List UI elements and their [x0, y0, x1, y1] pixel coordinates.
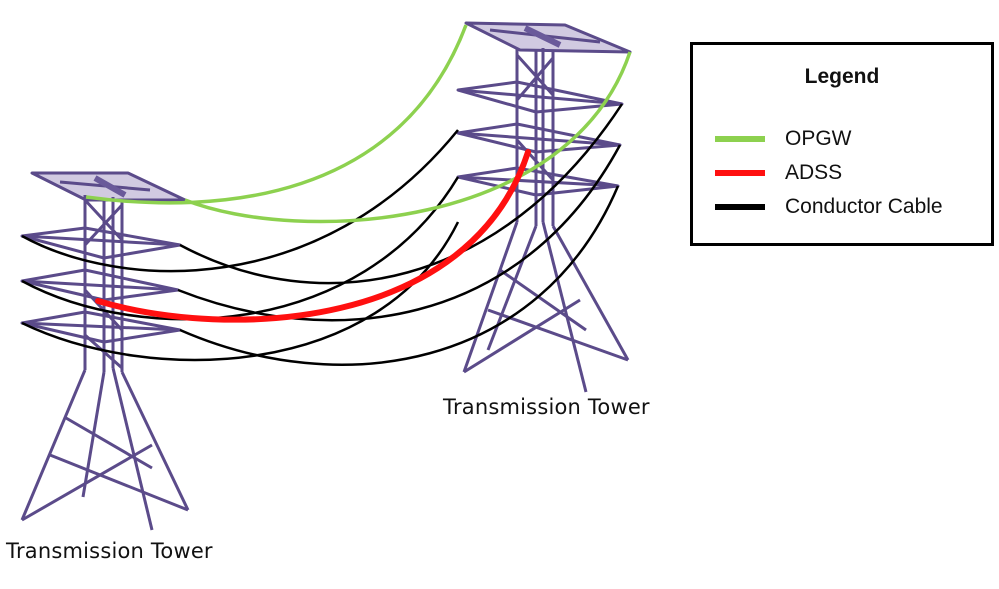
- legend-item-conductor: Conductor Cable: [715, 195, 943, 219]
- legend-swatch-opgw: [715, 136, 765, 142]
- legend-item-opgw: OPGW: [715, 127, 852, 151]
- conductor-cable: [177, 144, 622, 322]
- legend-label-conductor: Conductor Cable: [785, 195, 943, 218]
- conductor-cable: [21, 129, 459, 273]
- legend-swatch-adss: [715, 170, 765, 176]
- opgw-cable: [85, 24, 468, 205]
- right-transmission-tower: [456, 21, 632, 393]
- legend-item-adss: ADSS: [715, 161, 842, 185]
- legend: Legend OPGW ADSS Conductor Cable: [690, 42, 994, 246]
- legend-swatch-conductor: [715, 204, 765, 210]
- legend-title: Legend: [804, 65, 880, 88]
- opgw-cable: [184, 51, 632, 224]
- conductor-cable: [179, 103, 624, 285]
- left-tower-label: Transmission Tower: [6, 539, 213, 563]
- adss-cable: [95, 149, 531, 323]
- legend-label-opgw: OPGW: [785, 127, 852, 150]
- conductor-cable: [21, 176, 460, 321]
- conductor-cable: [179, 185, 620, 366]
- opgw-cables: [85, 24, 632, 224]
- legend-label-adss: ADSS: [785, 161, 843, 184]
- right-tower-label: Transmission Tower: [443, 395, 650, 419]
